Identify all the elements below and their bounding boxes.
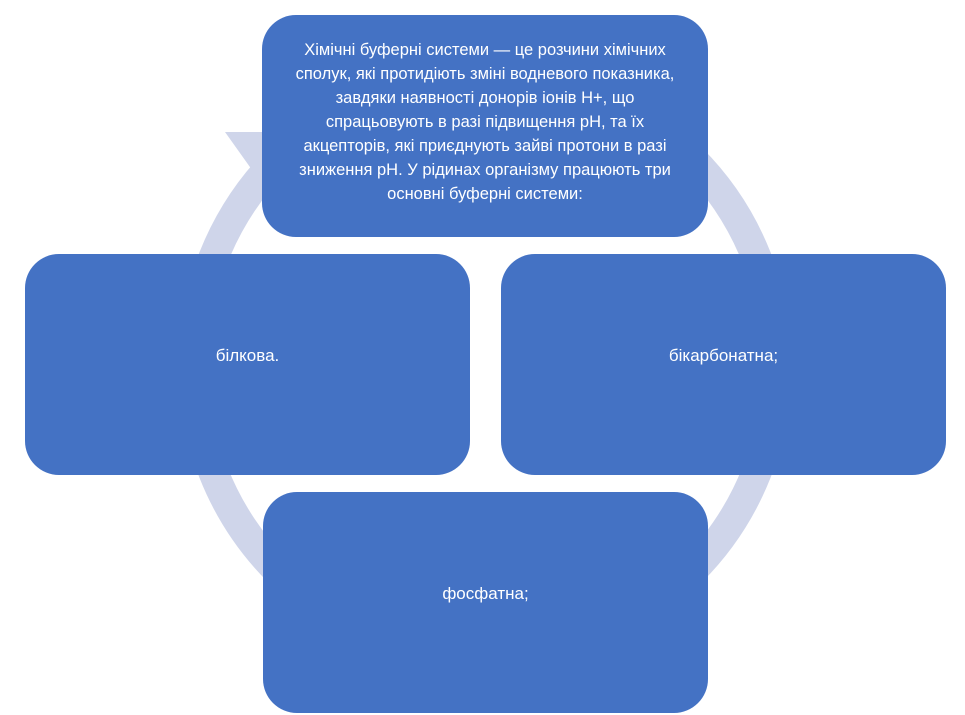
node-protein: білкова. xyxy=(25,254,470,475)
node-bicarbonate-text: бікарбонатна; xyxy=(668,345,779,365)
node-bicarbonate: бікарбонатна; xyxy=(501,254,946,475)
node-definition: Хімічні буферні системи — це розчини хім… xyxy=(262,15,708,237)
node-protein-text: білкова. xyxy=(215,345,280,365)
node-phosphate: фосфатна; xyxy=(263,492,708,713)
arrowhead-icon xyxy=(225,132,262,184)
node-phosphate-text: фосфатна; xyxy=(442,583,529,603)
node-definition-text: Хімічні буферні системи — це розчини хім… xyxy=(295,41,675,203)
